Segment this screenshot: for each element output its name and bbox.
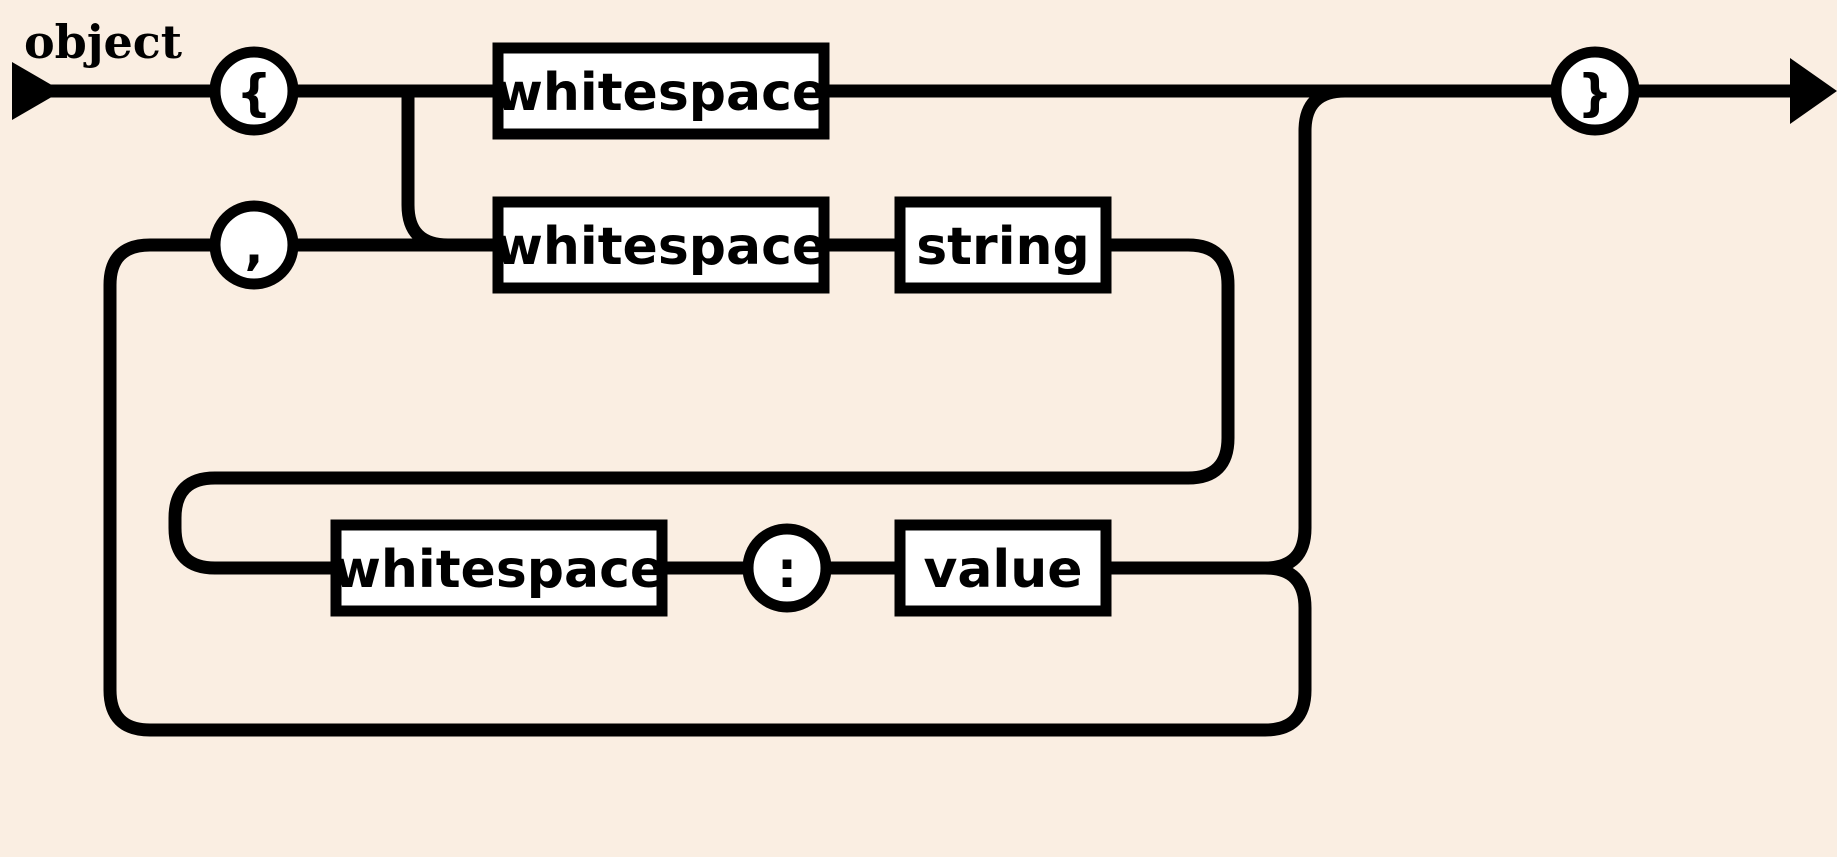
- whitespace-3-box[interactable]: [330, 519, 668, 617]
- node-open-brace[interactable]: {: [209, 46, 299, 136]
- value-box[interactable]: [894, 519, 1112, 617]
- diagram-title: object: [24, 15, 183, 69]
- value-label: value: [923, 540, 1082, 600]
- node-close-brace[interactable]: }: [1550, 46, 1640, 136]
- end-arrow-icon: [1790, 58, 1837, 124]
- whitespace-2-box[interactable]: [492, 196, 830, 294]
- comma-circle[interactable]: [209, 200, 299, 290]
- node-whitespace-3[interactable]: whitespace: [330, 519, 668, 617]
- node-whitespace-1[interactable]: whitespace: [492, 42, 830, 140]
- whitespace-2-label: whitespace: [495, 217, 827, 277]
- rail-value-to-comma-loop: [103, 238, 1312, 737]
- rail-loopback-to-whitespace3: [168, 471, 336, 575]
- open-brace-label: {: [236, 64, 272, 122]
- close-brace-label: }: [1577, 64, 1613, 122]
- string-box[interactable]: [894, 196, 1112, 294]
- rail-branch-to-row2: [401, 91, 498, 252]
- rail-network: [12, 58, 1837, 737]
- open-brace-circle[interactable]: [209, 46, 299, 136]
- whitespace-3-label: whitespace: [333, 540, 665, 600]
- whitespace-1-box[interactable]: [492, 42, 830, 140]
- whitespace-1-label: whitespace: [495, 63, 827, 123]
- comma-label: ,: [245, 218, 264, 276]
- node-whitespace-2[interactable]: whitespace: [492, 196, 830, 294]
- node-value[interactable]: value: [894, 519, 1112, 617]
- node-string[interactable]: string: [894, 196, 1112, 294]
- colon-circle[interactable]: [742, 523, 832, 613]
- colon-label: :: [777, 541, 797, 599]
- node-comma[interactable]: ,: [209, 200, 299, 290]
- close-brace-circle[interactable]: [1550, 46, 1640, 136]
- string-label: string: [916, 217, 1090, 277]
- node-colon[interactable]: :: [742, 523, 832, 613]
- rail-string-to-loopback: [215, 238, 1235, 485]
